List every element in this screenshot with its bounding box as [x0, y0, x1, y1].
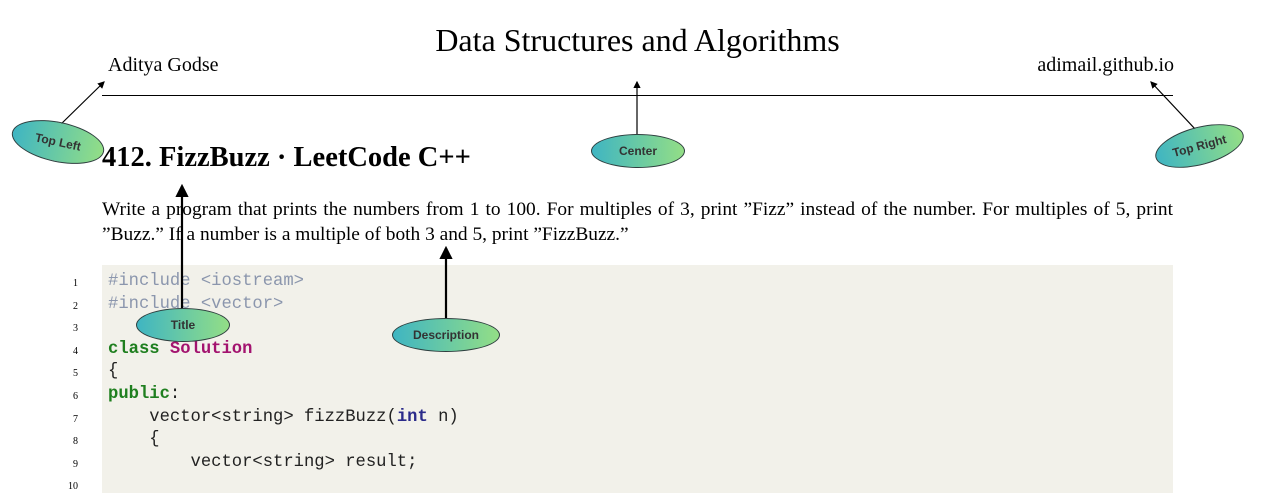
author-name: Aditya Godse — [108, 54, 219, 76]
line-number: 6 — [73, 391, 78, 402]
code-token: n) — [427, 407, 459, 427]
code-line: { — [108, 361, 118, 383]
code-token: vector<string> fizzBuzz( — [108, 407, 397, 427]
code-token: public — [108, 385, 170, 404]
code-token: class — [108, 339, 160, 359]
line-number: 7 — [73, 413, 78, 425]
code-token: { — [108, 362, 119, 382]
code-line: vector<string> result; — [108, 452, 418, 474]
site-link[interactable]: adimail.github.io — [1037, 54, 1174, 76]
code-line: #include <iostream> — [108, 271, 304, 293]
code-line: { — [108, 429, 160, 451]
problem-description: Write a program that prints the numbers … — [102, 199, 1173, 245]
code-line: class Solution — [108, 339, 252, 361]
line-number: 5 — [73, 368, 78, 380]
line-number: 8 — [73, 436, 78, 448]
tag-description: Description — [392, 318, 500, 352]
code-line: vector<string> fizzBuzz(int n) — [108, 407, 459, 429]
line-number: 1 — [73, 278, 78, 289]
code-line: public: — [108, 384, 180, 406]
page-title: Data Structures and Algorithms — [435, 22, 840, 58]
tag-title: Title — [136, 308, 230, 342]
line-number: 2 — [73, 300, 78, 312]
code-token: vector<string> result; — [108, 452, 418, 472]
arrow-top-left — [57, 81, 105, 128]
line-number: 3 — [73, 323, 78, 335]
line-number: 10 — [68, 481, 78, 493]
code-token: int — [396, 407, 428, 427]
code-token: #include <iostream> — [108, 272, 304, 291]
line-number: 9 — [73, 458, 78, 470]
problem-title: 412. FizzBuzz · LeetCode C++ — [102, 142, 471, 173]
line-number: 4 — [73, 345, 78, 357]
arrow-top-right — [1150, 81, 1197, 131]
code-block — [102, 265, 1173, 493]
tag-center: Center — [591, 134, 685, 168]
code-token: Solution — [169, 339, 253, 359]
code-token: : — [169, 385, 181, 404]
code-token: { — [108, 430, 160, 450]
